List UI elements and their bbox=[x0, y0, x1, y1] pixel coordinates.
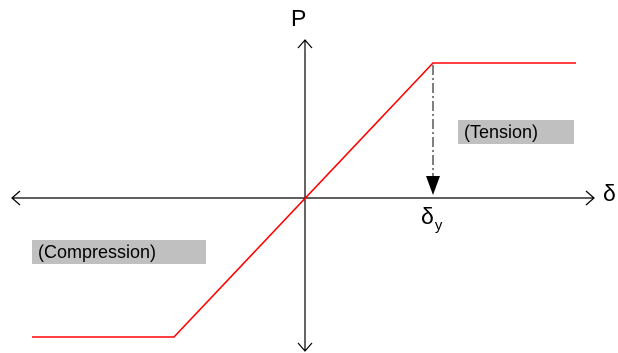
tension-label: (Tension) bbox=[458, 120, 574, 144]
compression-label: (Compression) bbox=[32, 240, 206, 264]
yield-displacement-label: δy bbox=[421, 203, 442, 234]
vertical-axis-top-arrowhead bbox=[297, 39, 313, 49]
elastic-plastic-curve bbox=[32, 62, 576, 338]
yield-symbol: δ bbox=[421, 203, 434, 229]
yield-subscript: y bbox=[434, 217, 443, 234]
horizontal-axis-right-arrowhead bbox=[585, 190, 595, 206]
yield-arrowhead bbox=[426, 176, 440, 195]
horizontal-axis-left-arrowhead bbox=[11, 190, 21, 206]
horizontal-axis-label: δ bbox=[603, 180, 616, 206]
vertical-axis-label: P bbox=[291, 5, 307, 31]
vertical-axis-bottom-arrowhead bbox=[297, 342, 313, 352]
